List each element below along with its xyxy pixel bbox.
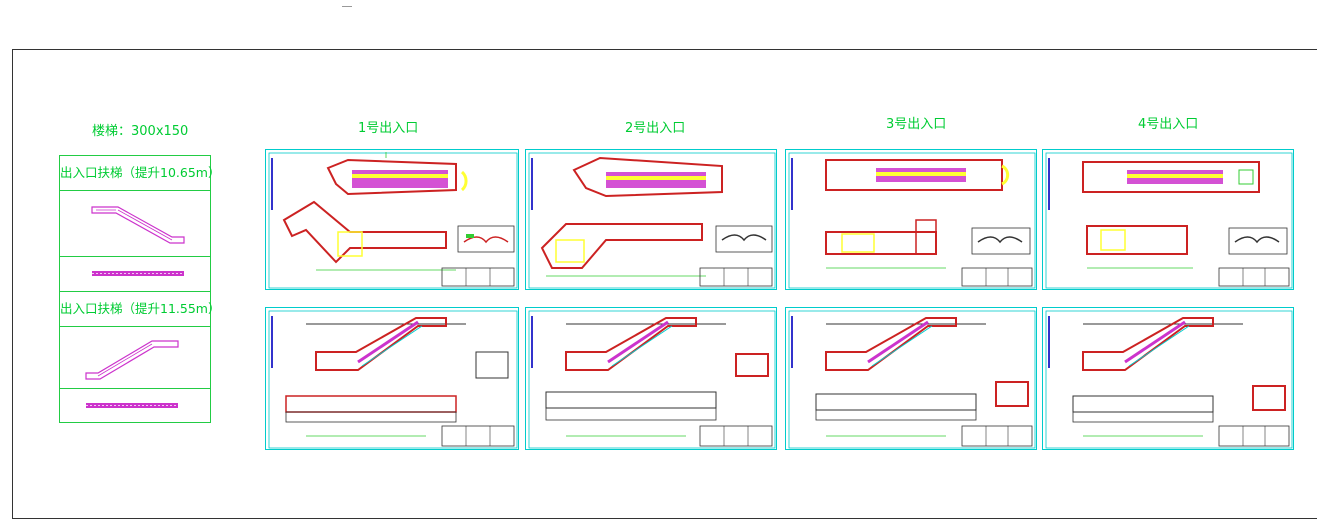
legend-row-title-2: 出入口扶梯（提升11.55m） xyxy=(60,292,221,327)
section-3-drawing xyxy=(788,310,1036,449)
entrance-4-label: 4号出入口 xyxy=(1138,117,1199,132)
sheet-section-2[interactable] xyxy=(525,307,777,450)
escalator-legend: 出入口扶梯（提升10.65m） 出入口扶梯（提升11.55m） xyxy=(59,155,221,423)
plan-3-drawing xyxy=(788,152,1036,289)
legend-row-title-1: 出入口扶梯（提升10.65m） xyxy=(60,156,221,191)
entrance-1-label: 1号出入口 xyxy=(358,121,419,136)
legend-row-plan-2 xyxy=(60,389,210,422)
section-4-drawing xyxy=(1045,310,1293,449)
plan-1-drawing xyxy=(268,152,518,289)
top-edge-mark xyxy=(342,0,352,7)
sheet-plan-2[interactable] xyxy=(525,149,777,290)
sheet-section-4[interactable] xyxy=(1042,307,1294,450)
escalator-plan-1 xyxy=(92,271,184,276)
escalator-plan-2 xyxy=(86,403,178,408)
section-2-drawing xyxy=(528,310,776,449)
escalator-elevation-1 xyxy=(91,206,185,244)
section-1-drawing xyxy=(268,310,518,449)
sheet-section-3[interactable] xyxy=(785,307,1037,450)
sheet-plan-4[interactable] xyxy=(1042,149,1294,290)
legend-escalator-2-title: 出入口扶梯（提升11.55m） xyxy=(60,301,221,316)
plan-2-drawing xyxy=(528,152,776,289)
legend-row-plan-1 xyxy=(60,257,210,292)
plan-4-drawing xyxy=(1045,152,1293,289)
entrance-3-label: 3号出入口 xyxy=(886,117,947,132)
sheet-plan-3[interactable] xyxy=(785,149,1037,290)
drawing-canvas: 楼梯：300x150 出入口扶梯（提升10.65m） 出入口扶梯（提升11.55… xyxy=(12,0,1317,519)
sheet-section-1[interactable] xyxy=(265,307,519,450)
entrance-2-label: 2号出入口 xyxy=(625,121,686,136)
stair-label: 楼梯：300x150 xyxy=(92,124,189,139)
legend-row-elevation-1 xyxy=(60,191,210,257)
legend-escalator-1-title: 出入口扶梯（提升10.65m） xyxy=(60,165,221,180)
legend-row-elevation-2 xyxy=(60,327,210,389)
escalator-elevation-2 xyxy=(85,340,179,380)
sheet-plan-1[interactable] xyxy=(265,149,519,290)
